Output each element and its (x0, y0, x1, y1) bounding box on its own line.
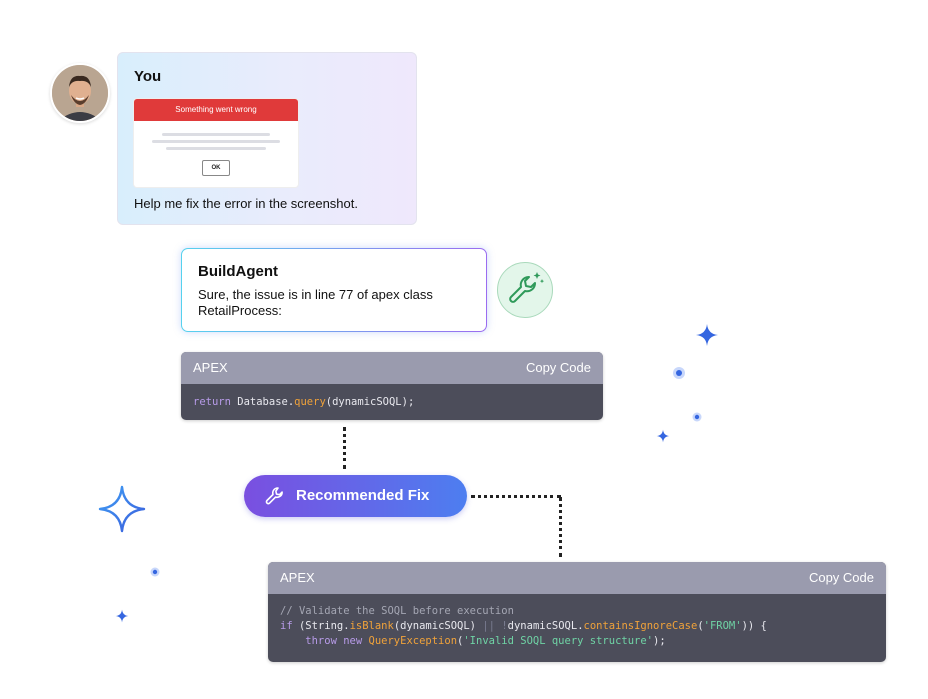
wrench-badge (497, 262, 553, 318)
sparkle-icon (115, 609, 129, 623)
code-operator: || (482, 620, 495, 632)
ok-button: OK (202, 160, 230, 176)
code-text: ( (697, 620, 704, 632)
code-text: ( (457, 635, 464, 647)
wrench-icon (265, 487, 283, 505)
dot-icon (692, 412, 702, 422)
code-text: ); (653, 635, 666, 647)
error-title: Something went wrong (134, 99, 298, 121)
code-string: 'Invalid SOQL query structure' (463, 635, 654, 647)
user-message-card: You Something went wrong OK Help me fix … (117, 52, 417, 225)
copy-code-button[interactable]: Copy Code (808, 570, 874, 585)
code-line: return Database.query(dynamicSOQL); (193, 395, 414, 410)
sparkle-icon (696, 324, 718, 346)
placeholder-line (152, 140, 280, 143)
code-text: (dynamicSOQL); (325, 396, 415, 408)
code-block-fixed: APEX Copy Code // Validate the SOQL befo… (268, 562, 886, 662)
user-avatar-icon (52, 65, 108, 121)
connector-dots (559, 497, 562, 557)
code-line: if (String.isBlank(dynamicSOQL) || !dyna… (280, 619, 767, 634)
code-header: APEX Copy Code (268, 562, 886, 594)
user-name: You (134, 68, 162, 85)
code-text: )) { (741, 620, 767, 632)
recommended-fix-label: Recommended Fix (296, 487, 430, 504)
sparkle-icon (656, 429, 670, 443)
code-text: Database. (230, 396, 295, 408)
dot-icon (673, 367, 685, 379)
code-class: QueryException (368, 635, 458, 647)
error-screenshot: Something went wrong OK (134, 99, 298, 187)
connector-dots (471, 495, 561, 498)
dot-icon (150, 567, 160, 577)
code-keyword: return (193, 396, 231, 408)
code-language: APEX (193, 360, 228, 375)
code-language: APEX (280, 570, 315, 585)
user-message-text: Help me fix the error in the screenshot. (134, 196, 358, 211)
code-function: query (294, 396, 326, 408)
connector-dots (343, 427, 346, 469)
placeholder-line (162, 133, 270, 136)
code-text: (String. (292, 620, 350, 632)
code-text: (dynamicSOQL) (393, 620, 483, 632)
code-line: throw new QueryException('Invalid SOQL q… (280, 634, 666, 649)
code-function: isBlank (349, 620, 394, 632)
agent-message-card: BuildAgent Sure, the issue is in line 77… (181, 248, 487, 332)
code-comment: // Validate the SOQL before execution (280, 605, 514, 617)
agent-message-text: Sure, the issue is in line 77 of apex cl… (198, 287, 433, 318)
agent-name: BuildAgent (198, 263, 278, 280)
code-string: 'FROM' (703, 620, 742, 632)
wrench-icon (509, 272, 545, 303)
code-block-original: APEX Copy Code return Database.query(dyn… (181, 352, 603, 420)
code-function: containsIgnoreCase (583, 620, 698, 632)
avatar (50, 63, 110, 123)
code-operator: ! (495, 620, 508, 632)
code-keyword: throw new (280, 635, 369, 647)
code-keyword: if (280, 620, 293, 632)
sparkle-icon (98, 485, 146, 533)
copy-code-button[interactable]: Copy Code (525, 360, 591, 375)
recommended-fix-button[interactable]: Recommended Fix (244, 475, 467, 517)
code-text: dynamicSOQL. (507, 620, 584, 632)
placeholder-line (166, 147, 266, 150)
code-header: APEX Copy Code (181, 352, 603, 384)
code-line: // Validate the SOQL before execution (280, 604, 514, 619)
